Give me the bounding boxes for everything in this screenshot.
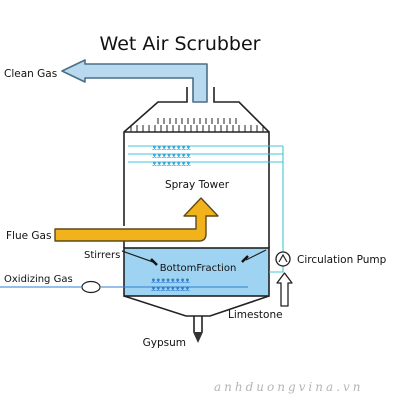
oxidizing-gas-label: Oxidizing Gas xyxy=(4,274,73,285)
tank-bottom-cone xyxy=(123,295,270,317)
clean-gas-arrow xyxy=(61,59,208,103)
svg-text:ᴥᴥᴥᴥᴥᴥᴥᴥ: ᴥᴥᴥᴥᴥᴥᴥᴥ xyxy=(152,143,191,152)
limestone-arrow xyxy=(276,272,293,307)
bottom-fraction-label: BottomFraction xyxy=(160,263,237,274)
stirrer-left-shaft xyxy=(121,250,154,263)
spray-nozzles: ᴥᴥᴥᴥᴥᴥᴥᴥ ᴥᴥᴥᴥᴥᴥᴥᴥ ᴥᴥᴥᴥᴥᴥᴥᴥ xyxy=(152,143,191,168)
stirrer-left-blade xyxy=(150,258,158,266)
mist-eliminator xyxy=(130,118,264,132)
oxidation-bubbles: ᴥᴥᴥᴥᴥᴥᴥᴥ ᴥᴥᴥᴥᴥᴥᴥᴥ xyxy=(151,276,190,293)
flue-gas-label: Flue Gas xyxy=(6,230,51,242)
gypsum-label: Gypsum xyxy=(143,337,186,349)
stirrer-right-blade xyxy=(241,255,249,263)
spray-tower-label: Spray Tower xyxy=(165,179,230,191)
oxidizing-gas-blower-icon xyxy=(81,280,101,294)
pump-chevron-icon xyxy=(278,253,288,263)
svg-text:ᴥᴥᴥᴥᴥᴥᴥᴥ: ᴥᴥᴥᴥᴥᴥᴥᴥ xyxy=(151,276,190,285)
limestone-label: Limestone xyxy=(228,309,283,321)
watermark-text: anhduongvina.vn xyxy=(214,380,363,394)
circulation-pump-icon xyxy=(275,251,291,267)
stirrers-label: Stirrers xyxy=(84,250,120,261)
svg-text:ᴥᴥᴥᴥᴥᴥᴥᴥ: ᴥᴥᴥᴥᴥᴥᴥᴥ xyxy=(151,284,190,293)
gypsum-outlet xyxy=(193,316,203,332)
svg-text:ᴥᴥᴥᴥᴥᴥᴥᴥ: ᴥᴥᴥᴥᴥᴥᴥᴥ xyxy=(152,159,191,168)
clean-gas-label: Clean Gas xyxy=(4,68,57,80)
gypsum-arrow-icon xyxy=(193,332,203,343)
stirrer-right-shaft xyxy=(245,249,267,261)
svg-text:ᴥᴥᴥᴥᴥᴥᴥᴥ: ᴥᴥᴥᴥᴥᴥᴥᴥ xyxy=(152,151,191,160)
diagram-title: Wet Air Scrubber xyxy=(100,33,261,55)
circulation-pipe xyxy=(269,146,284,273)
circulation-pump-label: Circulation Pump xyxy=(297,254,387,266)
spray-header-pipes xyxy=(128,145,283,163)
flue-gas-arrow xyxy=(54,197,219,242)
